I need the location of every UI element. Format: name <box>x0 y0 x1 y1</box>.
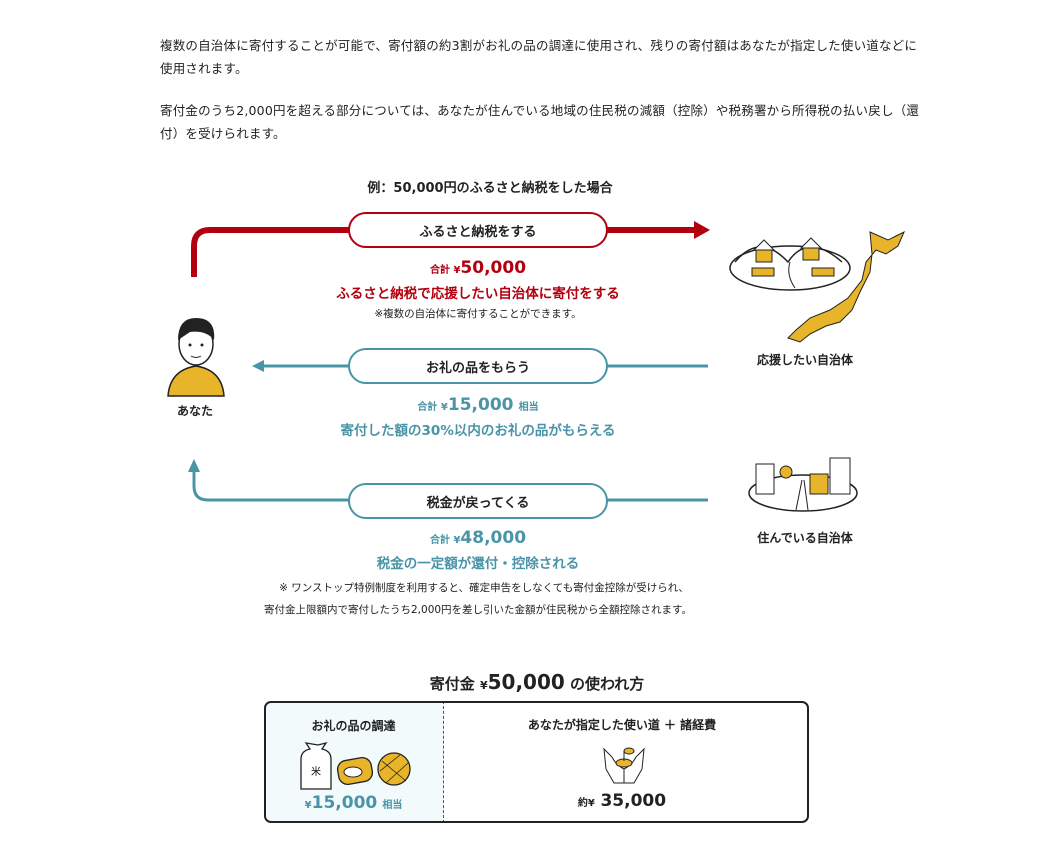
refund-arrowhead <box>188 459 200 472</box>
japan-map-icon <box>787 230 905 343</box>
city-icon <box>748 457 858 512</box>
you-label: あなた <box>176 404 214 418</box>
gift-procurement-title: お礼の品の調達 <box>311 718 396 733</box>
person-icon <box>167 318 225 397</box>
gift-amount: 合計 ¥15,000 相当 <box>417 395 539 415</box>
gift-pill-label: お礼の品をもらう <box>425 360 530 376</box>
donate-pill: ふるさと納税をする <box>348 212 608 248</box>
gift-procurement-amount: ¥15,000 相当 <box>304 792 403 813</box>
gift-items-icons: 米 <box>299 741 411 790</box>
support-city-label: 応援したい自治体 <box>756 353 854 367</box>
home-city-label: 住んでいる自治体 <box>757 531 853 545</box>
usage-box: お礼の品の調達 米 ¥15,000 相当 あなたが指定した使い道 ＋ 諸経費 約… <box>264 701 809 823</box>
refund-pill: 税金が戻ってくる <box>348 483 608 519</box>
diagram-title: 例：50,000円のふるさと納税をした場合 <box>367 181 613 196</box>
gift-pill: お礼の品をもらう <box>348 348 608 384</box>
refund-arrow-line <box>192 470 708 502</box>
usage-title: 寄付金 ¥50,000 の使われ方 <box>429 670 645 694</box>
refund-amount: 合計 ¥48,000 <box>429 528 527 548</box>
village-icon <box>729 237 851 291</box>
designated-use-amount: 約¥ 35,000 <box>577 791 667 811</box>
donate-note: ※複数の自治体に寄付することができます。 <box>374 308 582 320</box>
donate-arrow-line <box>191 227 696 277</box>
gift-description: 寄付した額の30%以内のお礼の品がもらえる <box>340 423 616 439</box>
donate-description: ふるさと納税で応援したい自治体に寄付をする <box>336 286 620 302</box>
designated-use-title: あなたが指定した使い道 ＋ 諸経費 <box>527 718 717 732</box>
intro-paragraph-2: 寄付金のうち2,000円を超える部分については、あなたが住んでいる地域の住民税の… <box>160 103 920 141</box>
gift-procurement-panel: お礼の品の調達 米 ¥15,000 相当 <box>266 703 444 821</box>
intro-paragraph-1: 複数の自治体に寄付することが可能で、寄付額の約3割がお礼の品の調達に使用され、残… <box>160 38 918 76</box>
donate-pill-label: ふるさと納税をする <box>419 224 537 240</box>
svg-text:米: 米 <box>311 765 321 778</box>
refund-note-1: ※ ワンストップ特例制度を利用すると、確定申告をしなくても寄付金控除が受けられ、 <box>279 582 689 594</box>
donate-amount: 合計 ¥50,000 <box>429 258 527 278</box>
gift-arrowhead <box>252 360 264 372</box>
hands-sprout-icon <box>603 747 645 784</box>
donate-arrowhead <box>694 221 710 239</box>
refund-description: 税金の一定額が還付・控除される <box>376 556 580 572</box>
refund-pill-label: 税金が戻ってくる <box>426 495 530 511</box>
refund-note-2: 寄付金上限額内で寄付したうち2,000円を差し引いた金額が住民税から全額控除され… <box>263 604 693 616</box>
